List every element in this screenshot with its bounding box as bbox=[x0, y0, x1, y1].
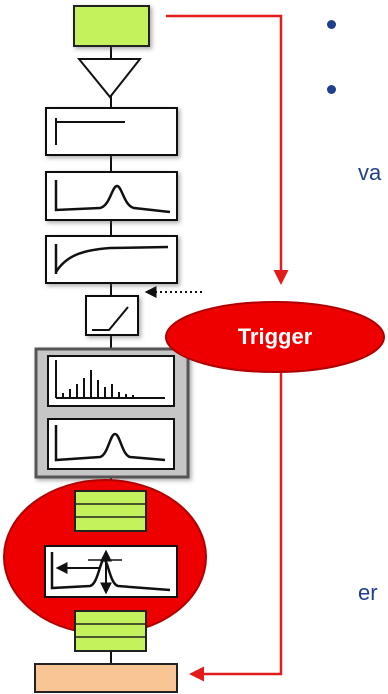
step-waveform-icon bbox=[55, 118, 125, 145]
switch-icon bbox=[92, 306, 129, 331]
peak-with-arrows-icon bbox=[50, 549, 171, 595]
side-text-line-2: er bbox=[358, 580, 378, 605]
peak-waveform-icon bbox=[54, 425, 166, 462]
output-block bbox=[34, 663, 178, 693]
rise-waveform-icon bbox=[54, 244, 169, 274]
gate-switch-block bbox=[85, 295, 139, 336]
trigger-ellipse bbox=[165, 301, 385, 373]
trigger-top-path bbox=[166, 14, 289, 285]
bullet-2 bbox=[327, 85, 336, 94]
bullet-1 bbox=[327, 20, 336, 29]
upper-green-block bbox=[74, 490, 147, 532]
peak-panel bbox=[47, 418, 175, 470]
histogram-icon bbox=[55, 360, 165, 399]
preamp-block bbox=[45, 107, 178, 156]
trigger-bottom-path bbox=[189, 372, 283, 682]
trigger-label: Trigger bbox=[237, 324, 313, 349]
lower-green-block bbox=[74, 610, 147, 652]
pulse-waveform-icon bbox=[54, 180, 171, 214]
side-text-line-1: va bbox=[358, 160, 382, 185]
detector-block bbox=[73, 5, 150, 47]
amplifier-triangle-icon bbox=[76, 58, 143, 99]
